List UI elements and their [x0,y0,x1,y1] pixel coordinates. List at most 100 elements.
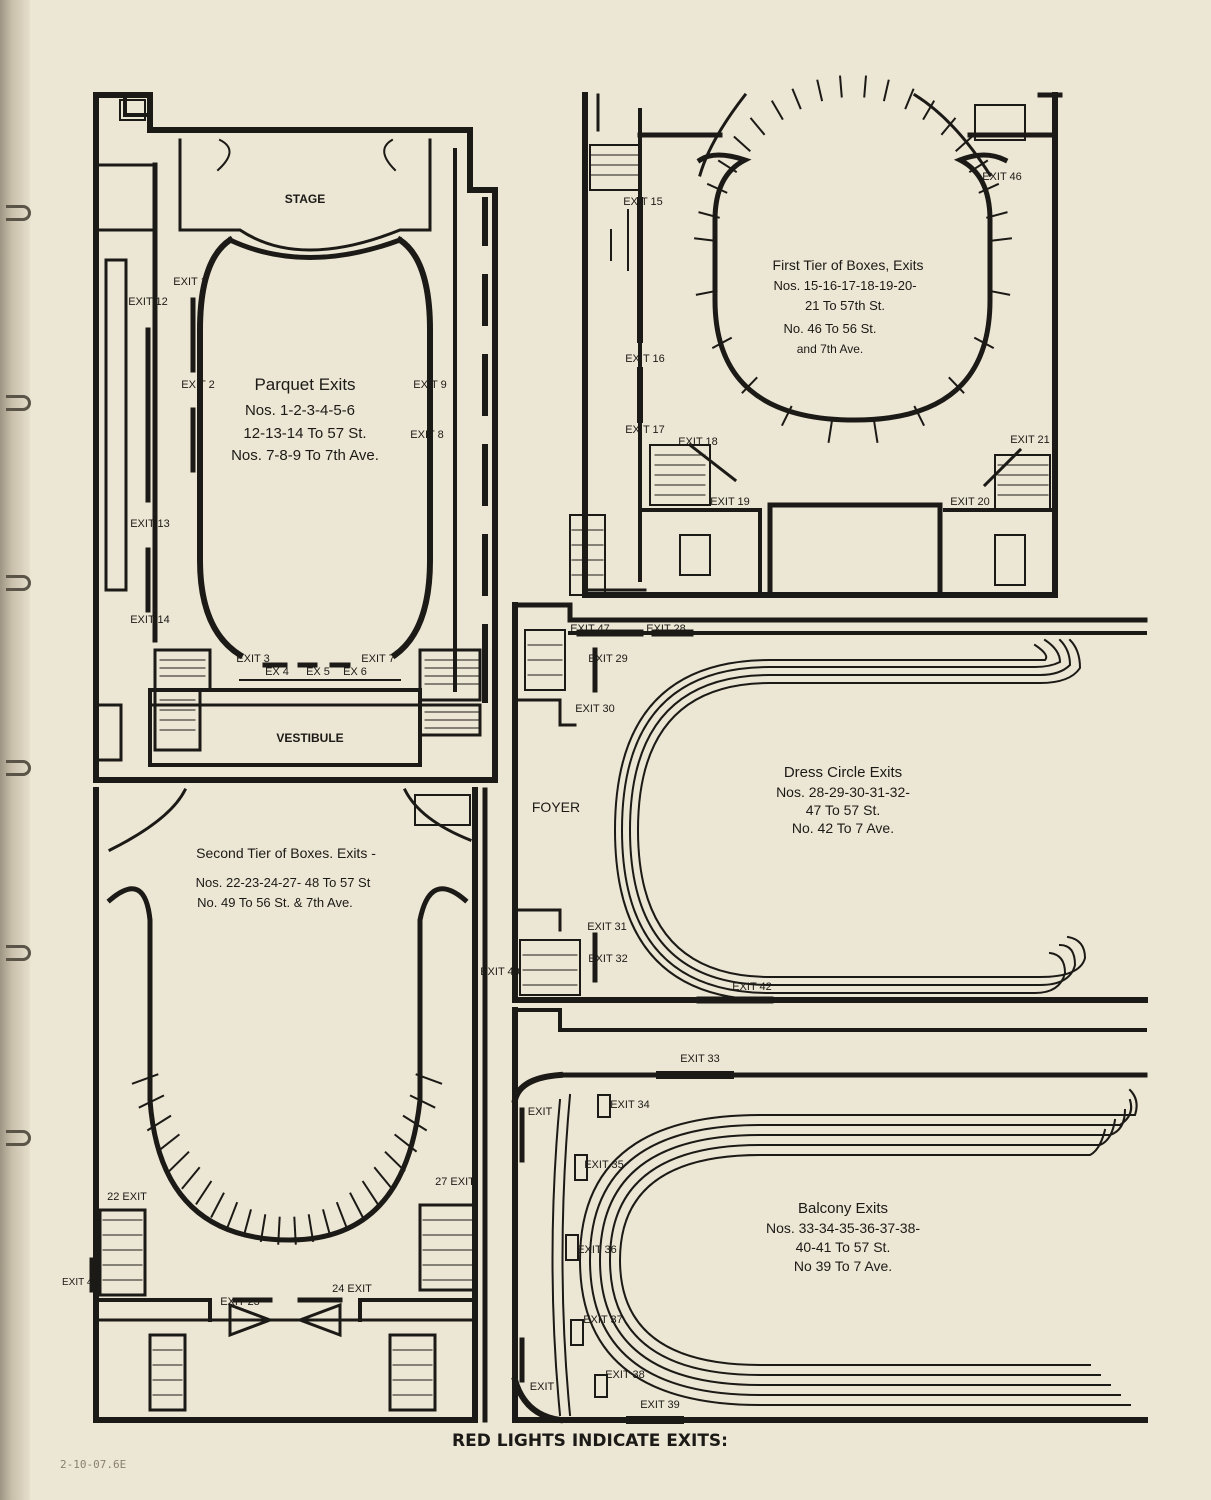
box-partition [409,1094,436,1109]
box-partition [741,376,758,394]
foyer-label: FOYER [532,799,580,815]
dress-circle-plan [512,602,1148,1004]
exit-31: EXIT 31 [587,921,627,933]
parquet-line3: Nos. 7-8-9 To 7th Ave. [231,447,379,464]
box-partition [904,88,915,110]
exit-2: EXIT 2 [181,379,214,391]
ex-4: EX 4 [265,666,289,678]
exit-28: EXIT 28 [646,623,686,635]
binding-ring [6,575,31,591]
box-partition [922,100,936,121]
exit-35: EXIT 35 [584,1159,624,1171]
second-tier-line2: Nos. 22-23-24-27- 48 To 57 St [196,875,371,890]
binding-spine [0,0,30,1500]
binding-ring [6,945,31,961]
box-partition [989,237,1013,242]
exit-13: EXIT 13 [130,518,170,530]
vestibule-label: VESTIBULE [276,731,343,745]
exit-30: EXIT 30 [575,703,615,715]
exit-14: EXIT 14 [130,614,170,626]
pencil-annotation: 2-10-07.6E [60,1458,126,1471]
parquet-line2: 12-13-14 To 57 St. [243,425,366,442]
box-partition [349,1192,364,1218]
exit-38: EXIT 38 [605,1369,645,1381]
binding-ring [6,1130,31,1146]
exit-balcony-lower: EXIT [530,1381,555,1393]
box-partition [361,1180,379,1205]
binding-ring [6,395,31,411]
exit-32: EXIT 32 [588,953,628,965]
box-partition [816,79,824,102]
box-partition [839,75,843,98]
box-partition [695,289,718,296]
exit-3: EXIT 3 [236,653,269,665]
exit-47: EXIT 47 [570,623,610,635]
exit-23: EXIT 23 [220,1296,260,1308]
box-partition [733,135,751,152]
box-partition [335,1201,348,1229]
box-partition [195,1180,213,1205]
box-partitions [693,75,1013,443]
box-partition [873,420,879,443]
exit-19: EXIT 19 [710,496,750,508]
box-partition [156,1133,181,1153]
box-partition [706,182,728,194]
exit-17: EXIT 17 [625,424,665,436]
exit-27: 27 EXIT [435,1176,475,1188]
second-tier-plan [89,787,488,1423]
exit-34: EXIT 34 [610,1099,650,1111]
box-partition [181,1166,201,1190]
exit-39: EXIT 39 [640,1399,680,1411]
exit-1: EXIT 1 [173,276,206,288]
exit-48: EXIT 48 [62,1277,98,1288]
exit-15: EXIT 15 [623,196,663,208]
balcony-line2: Nos. 33-34-35-36-37-38- [766,1220,920,1236]
box-partition [402,1114,428,1132]
balcony-line1: Balcony Exits [798,1200,888,1217]
box-partition [827,420,833,443]
box-partition [882,79,890,102]
exit-20: EXIT 20 [950,496,990,508]
box-partition [131,1073,159,1085]
box-partition [242,1209,252,1237]
exit-21: EXIT 21 [1010,434,1050,446]
binding-ring [6,760,31,776]
first-tier-line4: No. 46 To 56 St. [784,321,877,336]
box-partition [791,88,802,110]
dress-circle-line2: Nos. 28-29-30-31-32- [776,784,910,800]
exit-9: EXIT 9 [413,379,446,391]
box-partition [307,1214,315,1243]
box-partition [955,135,973,152]
box-partition [968,159,989,174]
box-partition [210,1192,225,1218]
box-partition [770,100,784,121]
ex-6: EX 6 [343,666,367,678]
box-partition [781,405,793,427]
box-partition [146,1114,172,1132]
box-partition [940,117,957,136]
balcony-line3: 40-41 To 57 St. [796,1239,891,1255]
dress-circle-line4: No. 42 To 7 Ave. [792,820,894,836]
box-partition [711,336,733,349]
footer-note: RED LIGHTS INDICATE EXITS: [452,1431,728,1451]
ex-5: EX 5 [306,666,330,678]
box-partition [698,211,720,219]
box-partition [978,182,1000,194]
box-partition [373,1166,393,1190]
box-partition [717,159,738,174]
box-partition [293,1216,297,1245]
box-partition [322,1209,332,1237]
box-partitions [131,1073,443,1245]
box-partition [863,75,867,98]
exit-24: 24 EXIT [332,1283,372,1295]
parquet-plan [93,92,498,783]
first-tier-line2: Nos. 15-16-17-18-19-20- [773,278,916,293]
binding-ring [6,205,31,221]
dress-circle-line1: Dress Circle Exits [784,764,902,781]
box-partition [986,211,1008,219]
box-partition [259,1214,267,1243]
balcony-plan [511,1007,1148,1424]
box-partition [913,405,925,427]
